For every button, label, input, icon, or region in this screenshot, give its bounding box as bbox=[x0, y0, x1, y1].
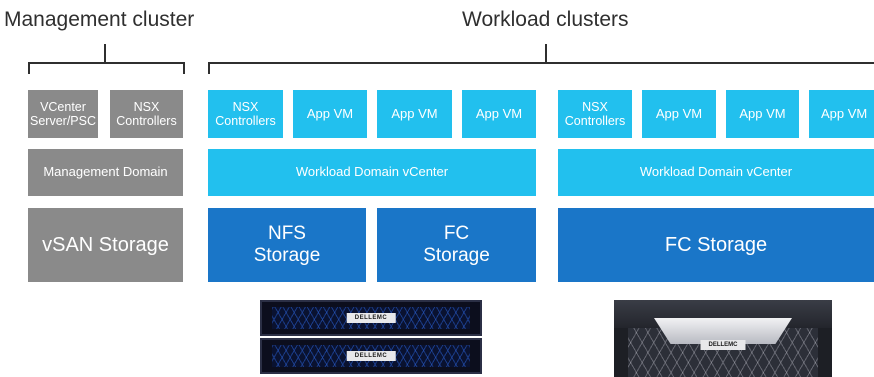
dell-emc-logo: DELLEMC bbox=[700, 340, 746, 350]
workload2-fc-storage-box: FC Storage bbox=[558, 208, 874, 282]
workload2-app-vm-2: App VM bbox=[726, 90, 799, 138]
workload2-domain-vcenter-box: Workload Domain vCenter bbox=[558, 149, 874, 196]
workload1-app-vm-1: App VM bbox=[293, 90, 367, 138]
management-cluster-title: Management cluster bbox=[4, 8, 195, 31]
nfs-storage-appliance-image: DELLEMC DELLEMC bbox=[260, 300, 482, 377]
appliance-unit-bottom: DELLEMC bbox=[260, 338, 482, 374]
management-nsx-controllers-box: NSX Controllers bbox=[110, 90, 183, 138]
dell-emc-logo: DELLEMC bbox=[346, 351, 396, 361]
appliance-unit-top: DELLEMC bbox=[260, 300, 482, 336]
appliance-silver-wing bbox=[654, 318, 792, 344]
management-cluster-bracket bbox=[28, 62, 185, 74]
fc-storage-appliance-image: DELLEMC bbox=[614, 300, 832, 377]
workload-clusters-bracket-tick bbox=[545, 44, 547, 62]
vsan-storage-box: vSAN Storage bbox=[28, 208, 183, 282]
dell-emc-logo: DELLEMC bbox=[346, 313, 396, 323]
workload2-app-vm-1: App VM bbox=[642, 90, 716, 138]
nfs-storage-box: NFS Storage bbox=[208, 208, 366, 282]
workload1-domain-vcenter-box: Workload Domain vCenter bbox=[208, 149, 536, 196]
management-cluster-bracket-tick bbox=[104, 44, 106, 62]
vcenter-server-psc-box: VCenter Server/PSC bbox=[28, 90, 98, 138]
management-domain-box: Management Domain bbox=[28, 149, 183, 196]
workload1-nsx-controllers-box: NSX Controllers bbox=[208, 90, 283, 138]
workload1-app-vm-2: App VM bbox=[377, 90, 452, 138]
workload2-app-vm-3: App VM bbox=[809, 90, 874, 138]
workload-clusters-title: Workload clusters bbox=[462, 8, 629, 31]
workload1-fc-storage-box: FC Storage bbox=[377, 208, 536, 282]
workload2-nsx-controllers-box: NSX Controllers bbox=[558, 90, 632, 138]
workload1-app-vm-3: App VM bbox=[462, 90, 536, 138]
workload-clusters-bracket bbox=[208, 62, 874, 74]
